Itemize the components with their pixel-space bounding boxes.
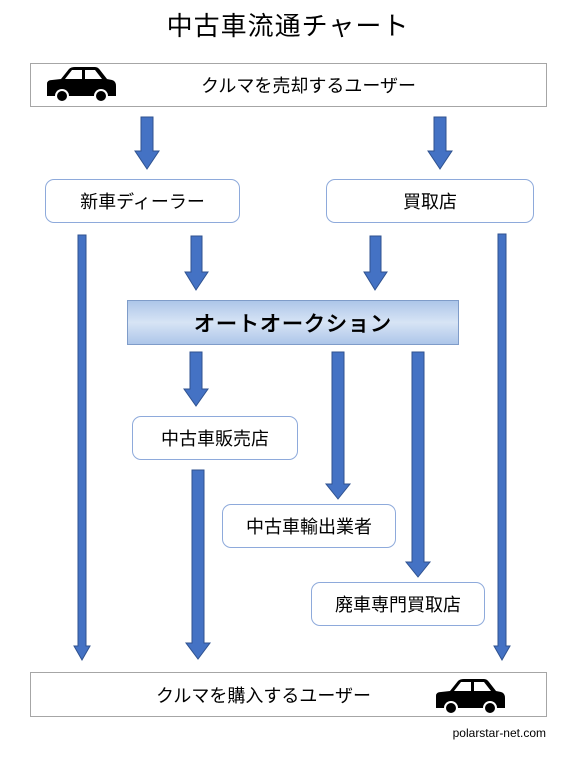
arrow-buyback-to-auction xyxy=(363,235,388,291)
used-car-dealer-label: 中古車販売店 xyxy=(161,429,269,450)
diagram-title: 中古車流通チャート xyxy=(166,12,410,42)
arrow-dealer-to-buyer xyxy=(73,234,91,662)
arrow-seller-to-buyback xyxy=(427,116,453,170)
car-icon xyxy=(436,679,505,714)
arrow-seller-to-dealer xyxy=(134,116,160,170)
arrow-auction-to-exporter xyxy=(324,351,352,500)
used-car-exporter-label: 中古車輸出業者 xyxy=(246,517,372,538)
auto-auction-label: オートオークション xyxy=(194,311,392,336)
used-car-dealer-box: 中古車販売店 xyxy=(132,416,298,460)
arrow-used-dealer-to-buyer xyxy=(185,469,211,660)
arrow-dealer-to-auction xyxy=(184,235,209,291)
seller-box: クルマを売却するユーザー xyxy=(30,63,547,107)
auto-auction-box: オートオークション xyxy=(127,300,459,345)
source-credit: polarstar-net.com xyxy=(452,726,546,740)
new-car-dealer-box: 新車ディーラー xyxy=(45,179,240,223)
arrow-auction-to-scrap xyxy=(404,351,432,578)
car-icon xyxy=(47,67,116,102)
buyer-label: クルマを購入するユーザー xyxy=(155,685,372,707)
arrow-buyback-to-buyer xyxy=(493,233,511,662)
buyback-shop-label: 買取店 xyxy=(403,192,457,213)
scrap-buyback-shop-label: 廃車専門買取店 xyxy=(335,595,461,616)
buyback-shop-box: 買取店 xyxy=(326,179,534,223)
new-car-dealer-label: 新車ディーラー xyxy=(80,192,205,213)
arrow-auction-to-used-dealer xyxy=(183,351,209,407)
used-car-exporter-box: 中古車輸出業者 xyxy=(222,504,396,548)
seller-label: クルマを売却するユーザー xyxy=(200,76,417,97)
scrap-buyback-shop-box: 廃車専門買取店 xyxy=(311,582,485,626)
